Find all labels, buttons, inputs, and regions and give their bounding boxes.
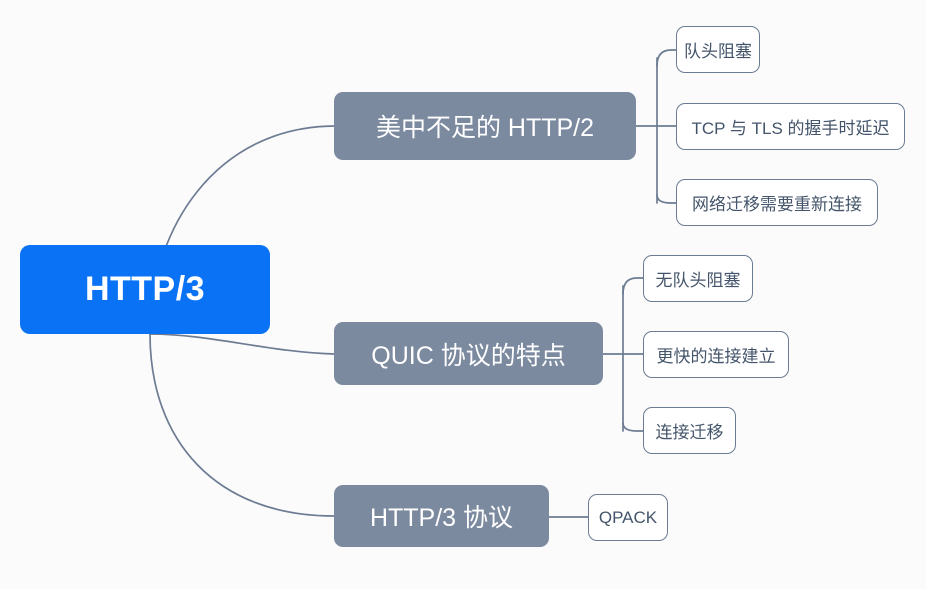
leaf-node-tcp-tls-handshake-latency[interactable]: TCP 与 TLS 的握手时延迟 xyxy=(676,103,905,150)
leaf-node-qpack[interactable]: QPACK xyxy=(588,494,668,541)
edge-root-to-branch-1 xyxy=(149,333,335,355)
edge-branch-0-to-leaf-2 xyxy=(656,194,677,204)
leaf-node-head-of-line-blocking[interactable]: 队头阻塞 xyxy=(676,26,760,73)
branch-node-http3-protocol[interactable]: HTTP/3 协议 xyxy=(334,485,549,547)
edge-branch-0-to-leaf-0 xyxy=(656,49,677,67)
edge-root-to-branch-2 xyxy=(149,333,335,517)
leaf-node-faster-connection-setup[interactable]: 更快的连接建立 xyxy=(643,331,789,378)
leaf-node-network-migration-reconnect[interactable]: 网络迁移需要重新连接 xyxy=(676,179,878,226)
leaf-node-connection-migration[interactable]: 连接迁移 xyxy=(643,407,736,454)
root-node-http3[interactable]: HTTP/3 xyxy=(20,245,270,334)
branch-node-quic-features[interactable]: QUIC 协议的特点 xyxy=(334,322,603,385)
edge-branch-1-to-leaf-0 xyxy=(622,277,644,295)
edge-branch-1-to-leaf-2 xyxy=(622,422,644,432)
leaf-node-no-head-of-line-blocking[interactable]: 无队头阻塞 xyxy=(643,255,753,302)
branch-node-http2-shortcomings[interactable]: 美中不足的 HTTP/2 xyxy=(334,92,636,160)
